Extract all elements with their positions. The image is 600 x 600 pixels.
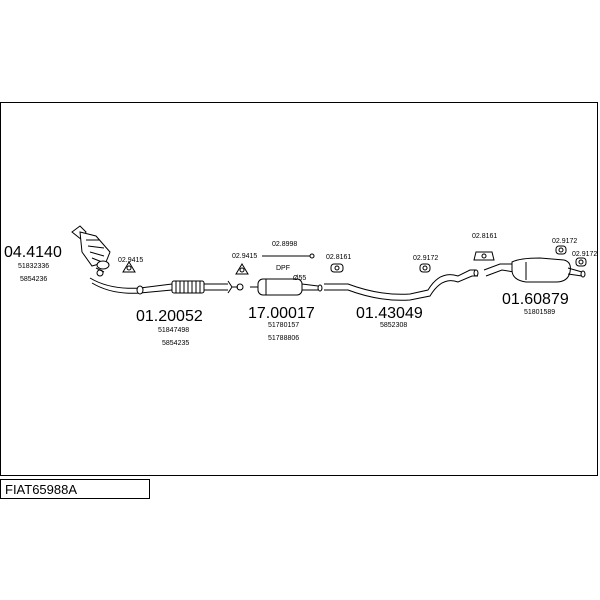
middle-pipe-ref-1: 5852308	[380, 322, 407, 329]
catalyst-drawing[interactable]	[71, 225, 111, 277]
hanger-icon[interactable]	[575, 257, 587, 267]
front-pipe-part-number: 01.20052	[136, 308, 203, 325]
rear-silencer-ref-1: 51801589	[524, 309, 555, 316]
hanger-1-label: 02.8161	[326, 254, 351, 261]
catalyst-ref-1: 51832336	[18, 263, 49, 270]
hanger-4-label: 02.9172	[552, 238, 577, 245]
dpf-ref-2: 51788806	[268, 335, 299, 342]
diagram-frame	[0, 102, 598, 476]
dpf-label: DPF	[276, 265, 290, 272]
hanger-2-label: 02.9172	[413, 255, 438, 262]
catalyst-ref-2: 5854236	[20, 276, 47, 283]
clamp-kit-label: 02.8998	[272, 241, 297, 248]
middle-pipe-drawing[interactable]	[324, 269, 479, 301]
dpf-ref-1: 51780157	[268, 322, 299, 329]
front-pipe-ref-2: 5854235	[162, 340, 189, 347]
rear-silencer-drawing[interactable]	[483, 257, 586, 283]
catalyst-part-number: 04.4140	[4, 244, 62, 261]
hanger-5-label: 02.9172	[572, 251, 597, 258]
gasket-2-label: 02.9415	[232, 253, 257, 260]
gasket-icon[interactable]	[122, 261, 136, 273]
clamp-kit-icon[interactable]	[262, 253, 315, 259]
hanger-3-label: 02.8161	[472, 233, 497, 240]
gasket-icon[interactable]	[232, 263, 249, 291]
hanger-icon[interactable]	[555, 245, 567, 255]
diameter-note: Ø55	[293, 275, 306, 282]
dpf-part-number: 17.00017	[248, 305, 315, 322]
rear-silencer-part-number: 01.60879	[502, 291, 569, 308]
dpf-drawing[interactable]	[250, 278, 323, 296]
gasket-1-label: 02.9415	[118, 257, 143, 264]
diagram-code-box: FIAT65988A	[0, 479, 150, 499]
hanger-icon[interactable]	[419, 263, 431, 273]
hanger-icon[interactable]	[330, 263, 344, 273]
middle-pipe-part-number: 01.43049	[356, 305, 423, 322]
hanger-icon[interactable]	[473, 251, 495, 261]
front-pipe-ref-1: 51847498	[158, 327, 189, 334]
front-pipe-drawing[interactable]	[89, 277, 233, 295]
diagram-code: FIAT65988A	[5, 482, 78, 497]
